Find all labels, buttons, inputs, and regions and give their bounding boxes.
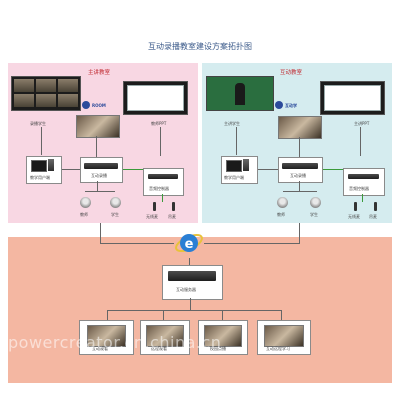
interactive-output-right: 主讲PPT: [354, 121, 370, 126]
client-label-4: 互动远程学习: [266, 346, 290, 351]
link-globe-server: [189, 258, 190, 266]
main-wireless-mic-icon: [153, 202, 156, 211]
interactive-line-3: [360, 127, 361, 156]
main-ppt-screen: [123, 81, 188, 115]
client-card-1: [79, 320, 134, 355]
diagram-title: 互动录播教室建设方案拓扑图: [148, 42, 252, 51]
link-left-horizontal: [100, 243, 174, 244]
interactive-teacher-pc-label: 教学用户端: [224, 175, 244, 180]
main-teacher-pc-label: 教学用户端: [30, 175, 50, 180]
interactive-recorder-label: 互动录播: [290, 173, 306, 178]
interactive-logo-icon: [275, 101, 283, 109]
client-card-2: [140, 320, 190, 355]
interactive-hanging-mic-icon: [374, 202, 377, 211]
client-label-2: 远程观看: [151, 346, 167, 351]
interactive-logo-text: 互动学: [285, 103, 297, 108]
client-card-4: [257, 320, 311, 355]
main-recorder-box: [80, 157, 123, 183]
interactive-cam1-label: 教师: [277, 212, 285, 217]
interactive-line-8: [362, 194, 363, 202]
client-label-1: 互动观看: [92, 346, 108, 351]
main-teacher-camera-icon: [80, 197, 91, 208]
main-logo-icon: [82, 101, 90, 109]
client-drop-1: [107, 310, 108, 322]
link-right-horizontal: [204, 243, 300, 244]
interactive-line-6: [299, 181, 300, 191]
interactive-teacher-camera-icon: [277, 197, 288, 208]
interactive-line-7: [283, 191, 317, 192]
main-line-4: [60, 169, 80, 170]
main-line-8: [162, 194, 163, 202]
interactive-audio-label: 音频控制器: [349, 186, 369, 191]
client-label-3: 校园点播: [210, 346, 226, 351]
main-line-2: [96, 136, 97, 158]
main-mic2-label: 吊麦: [168, 214, 176, 219]
client-bus-line: [107, 310, 282, 311]
main-student-camera-icon: [110, 197, 121, 208]
main-output-right: 教师PPT: [151, 121, 167, 126]
main-line-6: [97, 181, 98, 191]
interactive-line-1: [236, 127, 237, 155]
interactive-line-5: [321, 169, 343, 170]
client-drop-2: [163, 310, 164, 322]
main-preview-photo: [76, 115, 120, 138]
client-drop-4: [281, 310, 282, 322]
main-classroom-label: 主讲教室: [88, 70, 111, 76]
link-left-drop: [100, 223, 101, 243]
main-line-7: [85, 191, 115, 192]
link-right-drop: [299, 223, 300, 243]
main-cam2-label: 学生: [111, 212, 119, 217]
interactive-cam2-label: 学生: [310, 212, 318, 217]
watermark-text: powercreator.cn.china.cn: [8, 333, 222, 352]
interactive-recorder-box: [278, 157, 323, 183]
interactive-student-camera-icon: [310, 197, 321, 208]
client-card-3: [198, 320, 248, 355]
interactive-mic2-label: 吊麦: [369, 214, 377, 219]
main-audio-box: [143, 168, 184, 196]
interactive-wireless-mic-icon: [354, 202, 357, 211]
main-recorder-label: 互动录播: [91, 173, 107, 178]
main-cam1-label: 教师: [80, 212, 88, 217]
main-output-left: 录播学生: [30, 121, 46, 126]
link-server-bus: [190, 298, 191, 310]
server-box: [162, 265, 223, 300]
main-line-1: [41, 127, 42, 155]
main-hanging-mic-icon: [172, 202, 175, 211]
interactive-teacher-pc-box: [221, 156, 258, 184]
interactive-line-2: [299, 137, 300, 158]
main-multiview-screen: [11, 76, 81, 111]
main-audio-label: 音频控制器: [149, 186, 169, 191]
interactive-preview-photo: [278, 116, 322, 139]
interactive-audio-box: [343, 168, 385, 196]
svg-text:e: e: [185, 237, 194, 252]
interactive-mic1-label: 无线麦: [348, 214, 360, 219]
server-label: 互动服务器: [176, 287, 196, 292]
main-line-3: [160, 127, 161, 156]
main-line-5: [121, 169, 143, 170]
interactive-line-4: [256, 169, 278, 170]
internet-globe-icon: e: [174, 228, 204, 258]
main-logo-text: ROOM: [92, 103, 106, 108]
interactive-classroom-label: 互动教室: [280, 70, 303, 76]
client-drop-3: [222, 310, 223, 322]
interactive-output-left: 主讲学生: [224, 121, 240, 126]
main-mic1-label: 无线麦: [146, 214, 158, 219]
main-teacher-pc-box: [26, 156, 62, 184]
interactive-ppt-screen: [320, 81, 385, 115]
interactive-teacher-screen: [206, 76, 274, 111]
